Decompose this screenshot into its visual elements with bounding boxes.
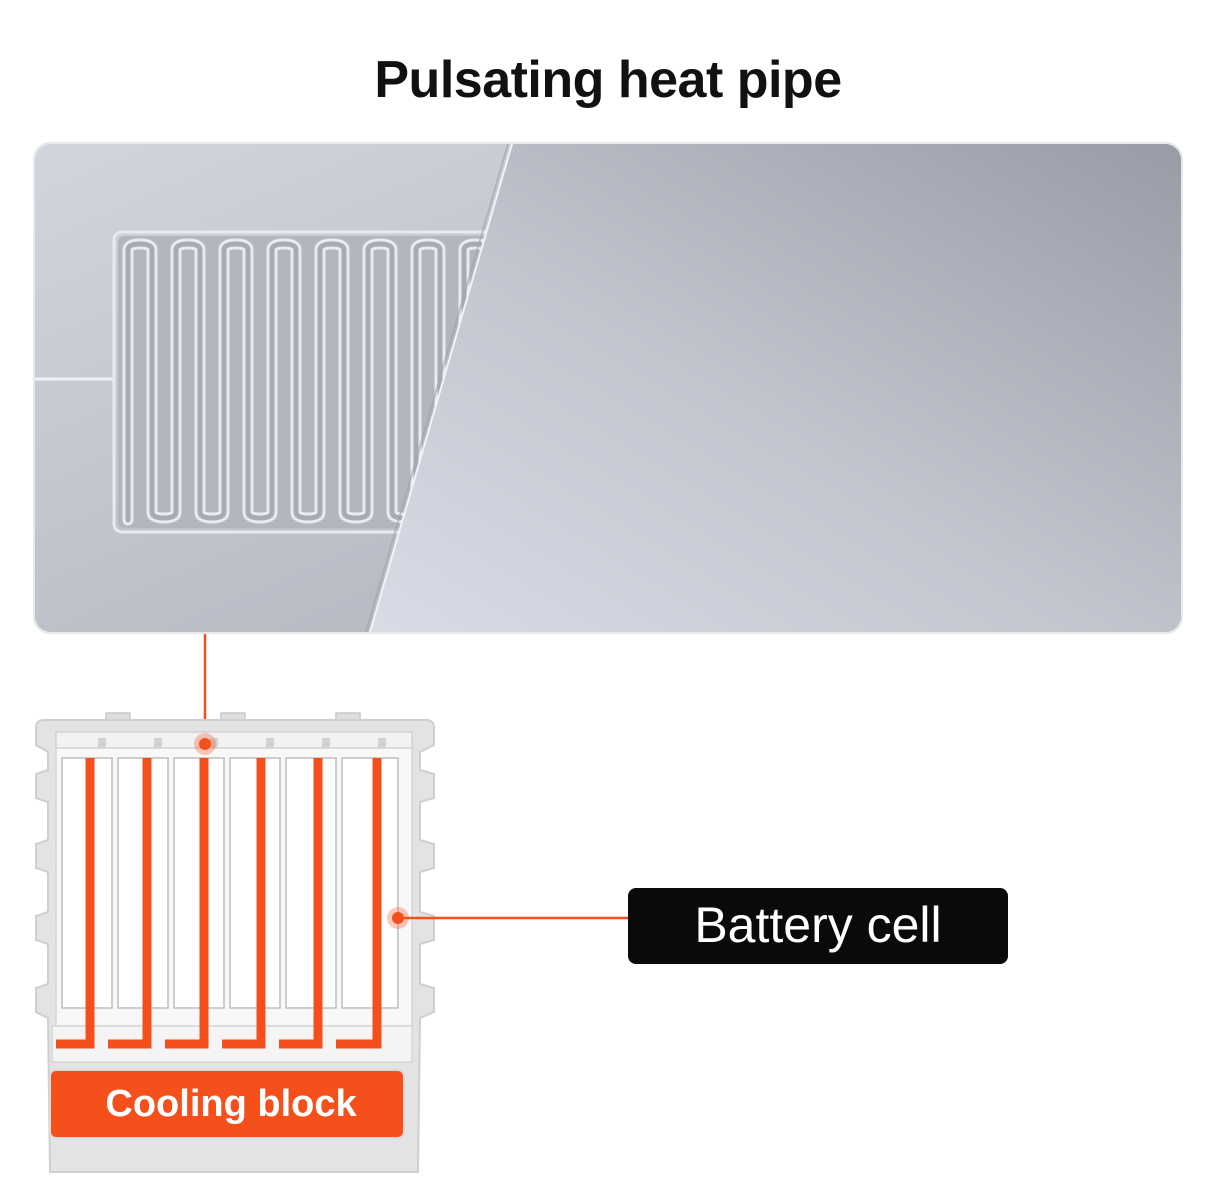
heat-pipe-plate	[33, 142, 1183, 634]
cooling-block-label: Cooling block	[105, 1083, 357, 1125]
battery-cell-label: Battery cell	[694, 897, 941, 953]
battery-cell-marker-dot	[387, 907, 409, 929]
diagram-title: Pulsating heat pipe	[374, 51, 842, 109]
serpentine-channels	[35, 230, 496, 534]
pipe-marker-dot	[194, 733, 216, 755]
heat-pipe-leg	[165, 758, 209, 1049]
battery-cell-label-box	[628, 888, 1008, 964]
cooling-block	[49, 1069, 405, 1139]
heat-pipe-leg	[56, 758, 95, 1049]
battery-module: Cooling block	[35, 712, 435, 1173]
heat-pipe-leg	[336, 758, 382, 1049]
heat-pipe-leg	[222, 758, 266, 1049]
heat-pipe-leg	[279, 758, 323, 1049]
heat-pipe-leg	[108, 758, 152, 1049]
